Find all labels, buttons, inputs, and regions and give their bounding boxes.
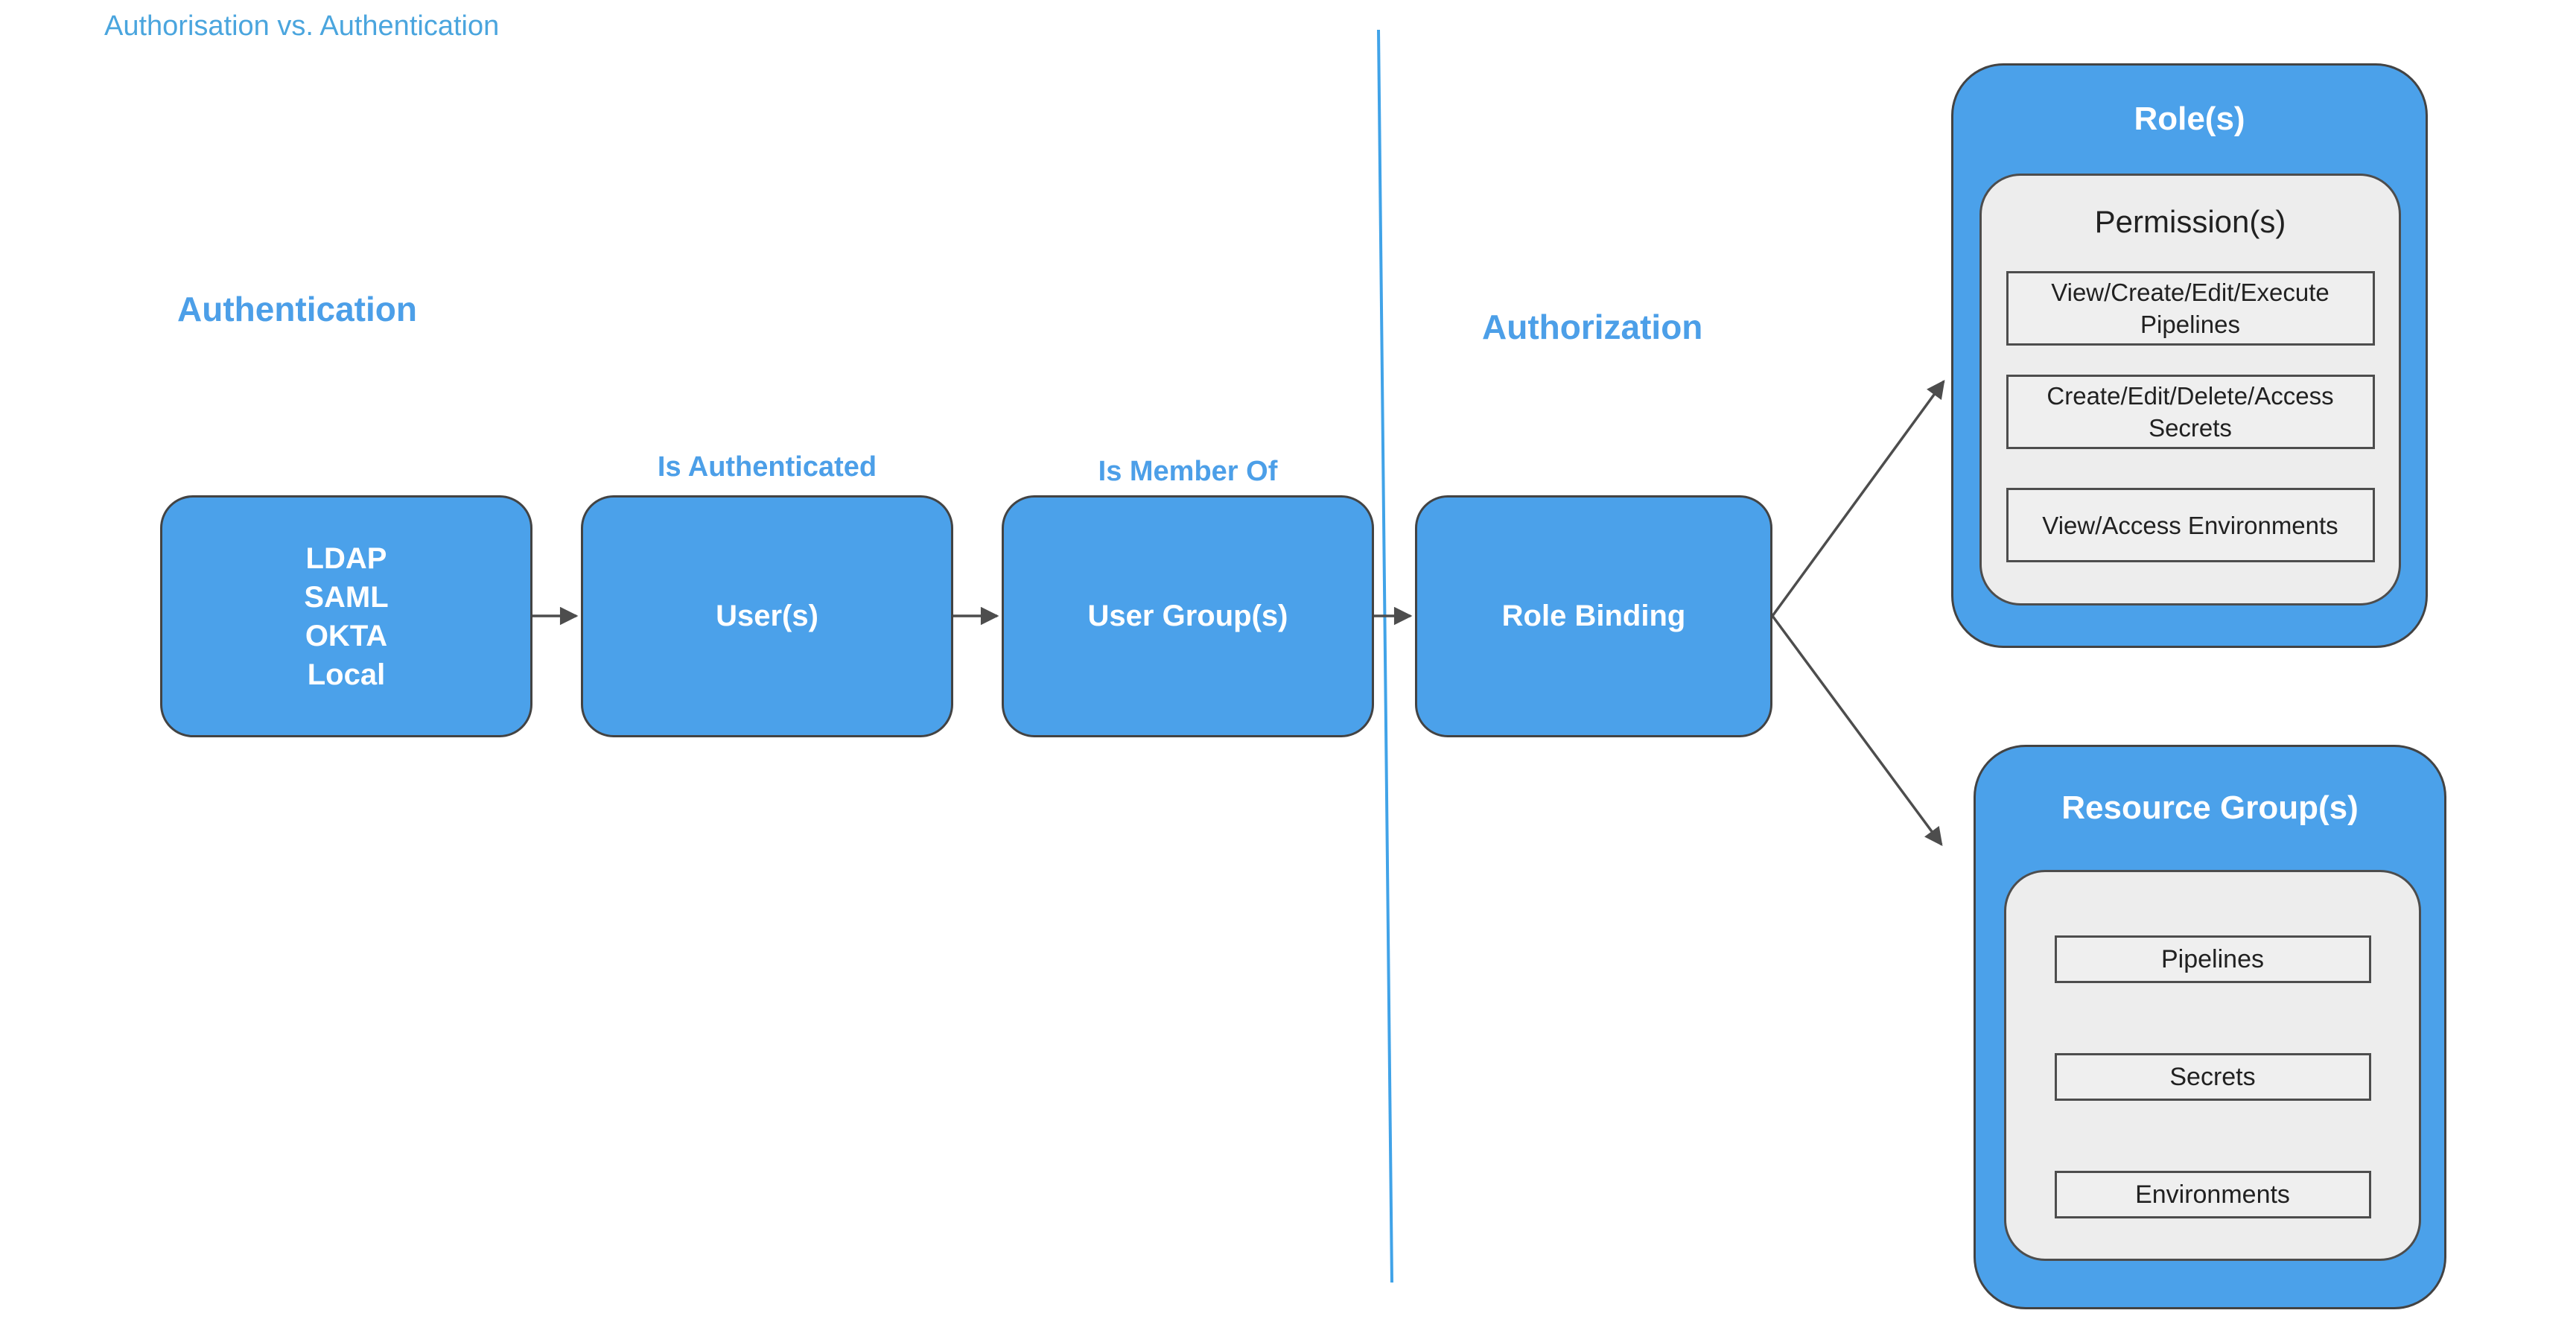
permissions-panel: Permission(s) View/Create/Edit/Execute P… — [1979, 174, 2401, 606]
resource-box: Environments — [2054, 1171, 2371, 1218]
is-authenticated-edge-label: Is Authenticated — [657, 451, 877, 483]
permissions-panel-title: Permission(s) — [2094, 204, 2286, 239]
role-binding-node: Role Binding — [1415, 495, 1772, 737]
is-member-of-edge-label: Is Member Of — [1098, 456, 1278, 487]
identity-providers-list: LDAP SAML OKTA Local — [304, 539, 388, 694]
permission-box: Create/Edit/Delete/Access Secrets — [2006, 375, 2375, 449]
page-title: Authorisation vs. Authentication — [104, 10, 500, 42]
resource-groups-node-title: Resource Group(s) — [2061, 789, 2359, 826]
roles-node-title: Role(s) — [2134, 101, 2245, 137]
permission-box: View/Create/Edit/Execute Pipelines — [2006, 271, 2375, 346]
identity-provider-line: Local — [307, 658, 386, 691]
roles-node: Role(s) Permission(s) View/Create/Edit/E… — [1951, 63, 2428, 648]
resource-box: Pipelines — [2054, 935, 2371, 983]
authentication-section-label: Authentication — [177, 290, 417, 328]
users-node: User(s) — [581, 495, 953, 737]
arrow-rolebinding-to-roles — [1771, 380, 1945, 617]
authorization-section-label: Authorization — [1482, 308, 1703, 346]
user-groups-node: User Group(s) — [1002, 495, 1374, 737]
section-divider-line — [1377, 29, 1393, 1283]
permission-box: View/Access Environments — [2006, 488, 2375, 562]
identity-provider-line: OKTA — [305, 619, 388, 652]
identity-providers-node: LDAP SAML OKTA Local — [160, 495, 532, 737]
resource-box: Secrets — [2054, 1053, 2371, 1101]
arrow-rolebinding-to-resourcegroups — [1771, 614, 1943, 846]
identity-provider-line: LDAP — [305, 541, 387, 575]
identity-provider-line: SAML — [304, 580, 389, 614]
